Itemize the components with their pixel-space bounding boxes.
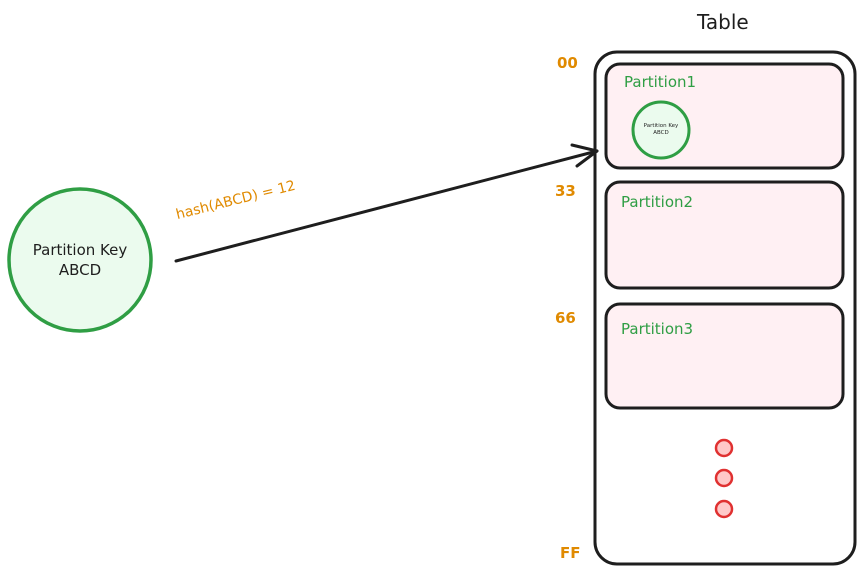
more-dot-2 [714, 468, 734, 488]
partition-3-label: Partition3 [621, 320, 694, 338]
more-dot-1 [714, 438, 734, 458]
hash-arrow-head [570, 143, 599, 168]
hash-range-start: 00 [557, 54, 578, 72]
stored-key-circle [631, 100, 691, 160]
partition-key-title: Partition Key [32, 241, 128, 259]
hash-range-mark-66: 66 [555, 309, 576, 327]
more-dot-3 [714, 499, 734, 519]
hash-arrow-line [174, 149, 599, 263]
hash-range-end: FF [560, 544, 581, 562]
partition-1-label: Partition1 [624, 73, 697, 91]
partition-key-circle [7, 187, 153, 333]
partition-key-text: Partition Key ABCD [10, 190, 150, 330]
stored-key-title: Partition Key [643, 123, 679, 129]
partition-3-box [604, 302, 845, 410]
hash-range-mark-33: 33 [555, 182, 576, 200]
stored-key-text: Partition Key ABCD [632, 101, 690, 159]
partition-2-box [604, 180, 845, 290]
stored-key-value: ABCD [653, 130, 669, 136]
partition-2-label: Partition2 [621, 193, 694, 211]
partition-key-value: ABCD [58, 261, 102, 279]
table-title: Table [697, 10, 749, 34]
